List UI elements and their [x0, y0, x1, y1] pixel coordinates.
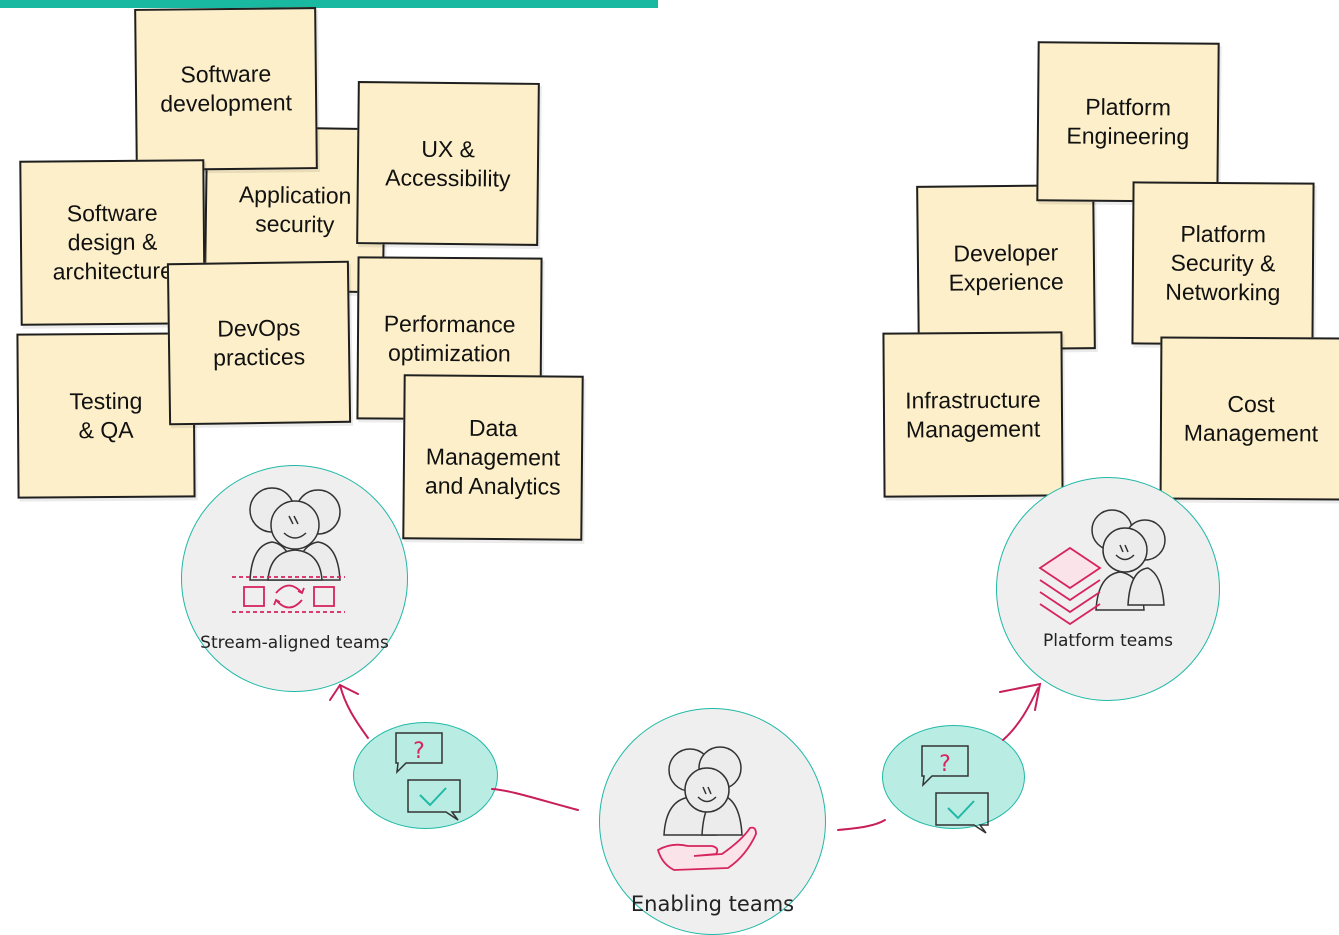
helping-hand-icon [656, 826, 757, 871]
svg-text:?: ? [413, 739, 425, 764]
question-bubble-icon: ? [395, 732, 443, 775]
stream-interaction-bubble [353, 722, 498, 829]
svg-text:?: ? [939, 752, 951, 777]
team-people-icon [1091, 509, 1166, 611]
enabling-team-label: Enabling teams [630, 892, 795, 916]
enabling-team-circle [599, 708, 826, 935]
top-accent-bar [0, 0, 658, 8]
check-bubble-icon [407, 779, 461, 821]
team-people-icon [249, 487, 341, 581]
flow-arrows-icon [232, 576, 345, 613]
arrow-icon [329, 682, 1042, 831]
platform-layers-icon [1038, 546, 1102, 626]
question-bubble-icon: ? [921, 745, 969, 788]
team-people-icon [663, 746, 743, 836]
check-bubble-icon [935, 792, 989, 834]
stream-aligned-team-label: Stream-aligned teams [200, 633, 389, 653]
platform-interaction-bubble [882, 725, 1025, 829]
platform-team-label: Platform teams [1042, 631, 1174, 651]
